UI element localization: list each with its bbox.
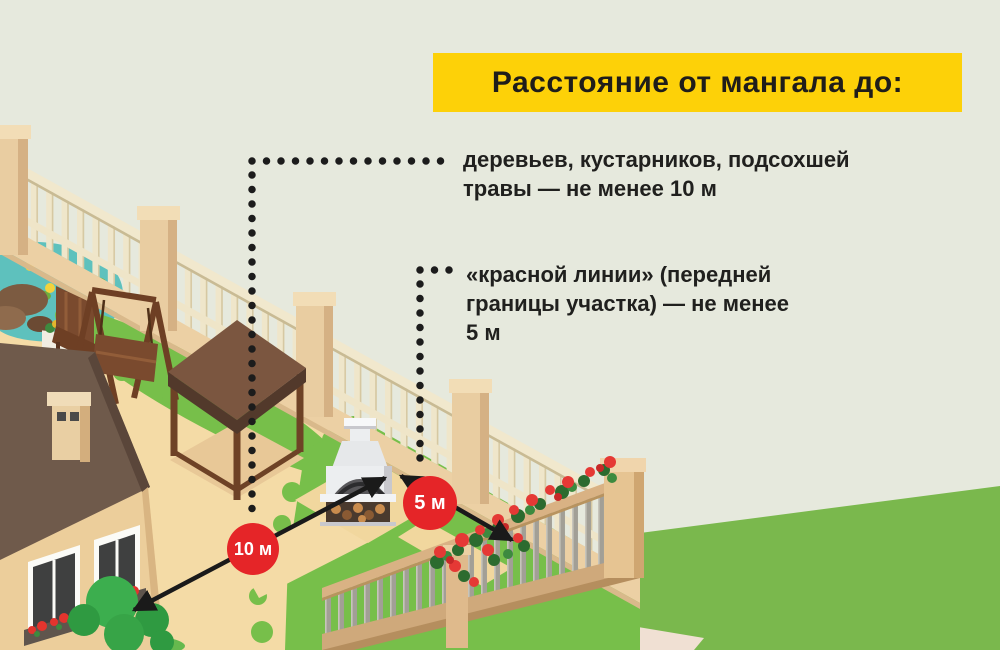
annotation-red-line: «красной линии» (передней границы участк… — [466, 260, 789, 347]
annotation-line: деревьев, кустарников, подсохшей — [463, 147, 850, 172]
gazebo-roof — [168, 320, 306, 420]
page-title: Расстояние от мангала до: — [491, 65, 904, 99]
title-banner: Расстояние от мангала до: — [433, 53, 962, 112]
fence-pillar — [449, 379, 492, 504]
annotation-line: 5 м — [466, 320, 501, 345]
annotation-line: травы — не менее 10 м — [463, 176, 717, 201]
annotation-trees: деревьев, кустарников, подсохшей травы —… — [463, 145, 850, 203]
fence-pillar — [0, 125, 31, 255]
bush — [68, 576, 174, 650]
distance-badge-5m: 5 м — [403, 476, 457, 530]
front-fence-pickets — [322, 478, 640, 650]
annotation-line: «красной линии» (передней — [466, 262, 772, 287]
dotted-leader-lines — [248, 157, 458, 516]
grill-chimney — [350, 427, 370, 443]
distance-badge-10m: 10 м — [227, 523, 279, 575]
rocks — [0, 284, 53, 332]
grill-hood — [332, 441, 388, 468]
grill-shelf — [320, 494, 396, 502]
pond-flower — [45, 283, 55, 293]
chimney — [47, 392, 91, 462]
corner-post — [600, 458, 646, 578]
front-fence-bottom-rail — [322, 554, 640, 650]
annotation-line: границы участка) — не менее — [466, 291, 790, 316]
